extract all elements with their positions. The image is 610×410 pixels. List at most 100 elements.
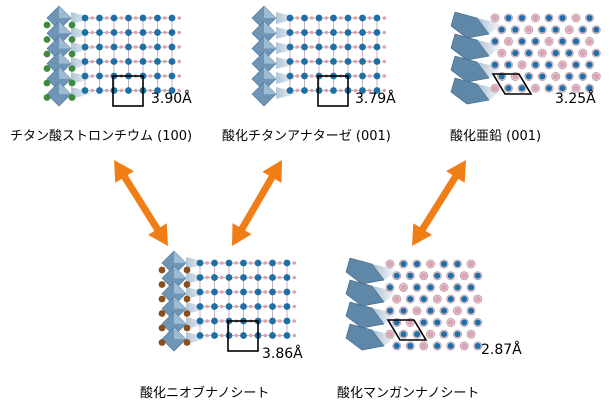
oxygen-atom: [104, 88, 109, 93]
metal-atom: [330, 43, 337, 51]
metal-atom: [139, 43, 147, 51]
hex-atom: [498, 26, 505, 33]
oxygen-atom: [219, 333, 224, 338]
metal-atom: [359, 58, 366, 65]
oxygen-atom: [309, 59, 314, 64]
hex-ring: [432, 318, 442, 327]
metal-atom: [330, 58, 337, 65]
oxygen-atom: [263, 261, 268, 265]
hex-ring: [558, 83, 567, 93]
metal-atom: [286, 14, 294, 22]
oxygen-atom: [309, 16, 314, 20]
metal-atom: [139, 58, 147, 65]
metal-atom: [286, 58, 294, 65]
hex-ring: [399, 306, 408, 316]
hex-atom: [386, 260, 394, 268]
hex-atom: [566, 73, 573, 80]
oxygen-atom: [219, 261, 224, 265]
oxygen-atom: [133, 30, 138, 35]
hex-atom: [559, 38, 566, 45]
hex-ring: [558, 13, 567, 23]
hex-ring: [412, 282, 422, 292]
hex-ring: [446, 341, 456, 351]
hex-ring: [517, 36, 527, 46]
oxygen-atom: [292, 261, 297, 265]
hex-ring: [510, 48, 520, 58]
hex-atom: [440, 331, 448, 338]
polyhedron: [345, 323, 385, 351]
oxygen-atom: [353, 30, 358, 35]
oxygen-atom: [338, 30, 343, 35]
hex-atom: [461, 342, 468, 349]
metal-atom: [283, 317, 291, 325]
hex-ring: [419, 318, 429, 327]
hex-atom: [539, 26, 546, 33]
hex-ring: [531, 83, 540, 93]
metal-atom: [96, 58, 103, 65]
arrow-shaft: [418, 173, 460, 233]
cation-atom: [158, 310, 166, 317]
metal-atom: [269, 288, 276, 296]
hex-ring: [399, 259, 408, 269]
hex-ring: [412, 259, 422, 269]
metal-atom: [110, 87, 118, 94]
oxygen-atom: [133, 88, 138, 93]
metal-atom: [330, 14, 337, 22]
hex-atom: [572, 61, 580, 68]
hex-atom: [386, 331, 394, 338]
octahedron-face: [59, 82, 71, 95]
hex-ring: [426, 329, 435, 339]
hex-ring: [578, 72, 588, 81]
hex-ring: [392, 318, 402, 327]
hex-atom: [518, 14, 526, 22]
metal-atom: [96, 29, 103, 36]
hex-atom: [474, 319, 481, 326]
hex-atom: [427, 260, 434, 268]
lattice-value-anatase: 3.79Å: [355, 90, 396, 107]
oxygen-atom: [104, 16, 109, 20]
hex-atom: [440, 284, 448, 291]
cation-atom: [43, 65, 51, 72]
hex-ring: [571, 60, 581, 70]
hex-ring: [544, 83, 554, 93]
metal-atom: [96, 14, 103, 22]
metal-atom: [125, 29, 132, 36]
arrow-niobate-srtio3: [114, 160, 168, 246]
hex-atom: [413, 284, 421, 291]
hex-ring: [439, 306, 449, 316]
hex-atom: [400, 331, 407, 338]
metal-atom: [110, 43, 118, 51]
oxygen-atom: [277, 304, 282, 309]
metal-atom: [225, 303, 233, 310]
cation-atom: [43, 21, 51, 29]
metal-atom: [110, 58, 118, 65]
metal-atom: [373, 72, 381, 80]
hex-ring: [591, 48, 601, 58]
hex-ring: [571, 13, 581, 23]
hex-ring: [591, 72, 601, 81]
metal-atom: [283, 303, 291, 310]
hex-atom: [586, 85, 593, 92]
oxygen-atom: [219, 319, 224, 323]
metal-atom: [211, 288, 218, 296]
hex-atom: [474, 272, 481, 279]
hex-ring: [537, 72, 547, 81]
hex-atom: [447, 296, 454, 303]
oxygen-atom: [338, 45, 343, 49]
arrow-head: [262, 160, 282, 183]
hex-ring: [544, 13, 554, 23]
oxygen-atom: [119, 30, 124, 35]
oxygen-atom: [353, 74, 358, 78]
metal-atom: [240, 259, 247, 267]
metal-atom: [81, 72, 89, 80]
arrow-head: [232, 223, 252, 246]
hex-ring: [419, 294, 429, 304]
hex-atom: [586, 61, 593, 68]
hex-ring: [432, 294, 442, 304]
hex-ring: [405, 271, 415, 281]
metal-atom: [254, 274, 262, 281]
metal-atom: [168, 14, 176, 22]
hex-atom: [532, 85, 539, 92]
cation-atom: [183, 310, 191, 317]
